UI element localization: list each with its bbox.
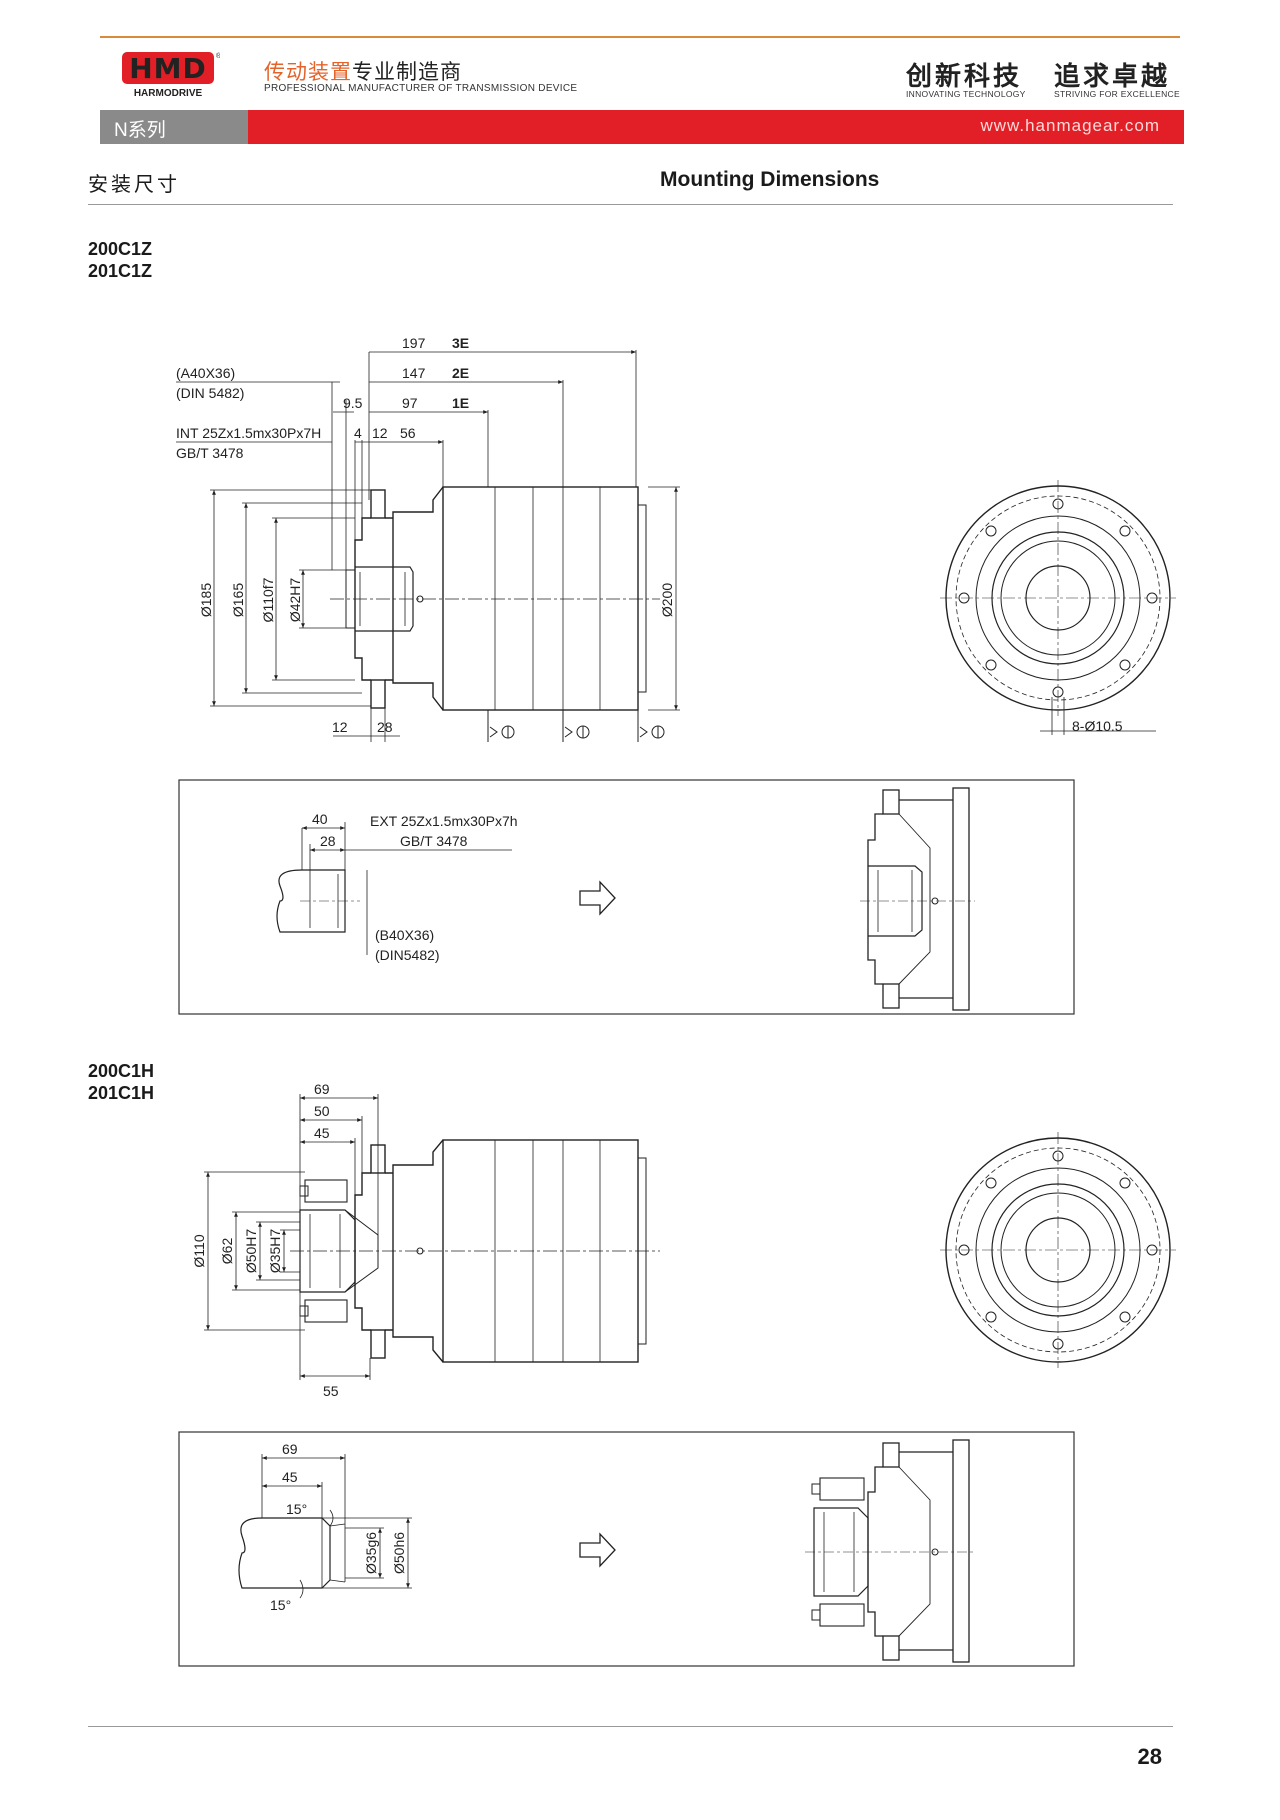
drawing1-labels: 197 3E 147 2E 97 1E (A40X36) (DIN 5482) … — [176, 335, 1123, 735]
box2-dim-45: 45 — [282, 1469, 298, 1485]
header-top-line — [100, 36, 1180, 38]
logo-registered: ® — [216, 52, 220, 60]
page-number: 28 — [1137, 1744, 1162, 1769]
dim-phi200: Ø200 — [659, 583, 675, 617]
d2-dim-45: 45 — [314, 1125, 330, 1141]
dim-4: 4 — [354, 425, 362, 441]
drawing2-side-view — [290, 1139, 660, 1363]
series-label: N系列 — [114, 120, 166, 141]
section-title-en: Mounting Dimensions — [660, 168, 880, 191]
slogan-1-en: INNOVATING TECHNOLOGY — [906, 89, 1026, 99]
model-label-201c1h: 201C1H — [88, 1083, 155, 1103]
drawing1-side-view — [330, 486, 660, 711]
dim-12: 12 — [372, 425, 388, 441]
box2-dim-phi35g6: Ø35g6 — [363, 1532, 379, 1574]
dim-holes: 8-Ø10.5 — [1072, 718, 1123, 734]
box1-frame — [178, 779, 1075, 1015]
box2-angle-bottom: 15° — [270, 1597, 291, 1613]
d2-dim-phi35h7: Ø35H7 — [267, 1229, 283, 1274]
dim-1e: 1E — [452, 395, 469, 411]
dim-147: 147 — [402, 365, 426, 381]
box2-arrow-icon — [579, 1532, 616, 1568]
slogan-2-en: STRIVING FOR EXCELLENCE — [1054, 89, 1180, 99]
dim-phi185: Ø185 — [198, 583, 214, 617]
model-label-200c1h: 200C1H — [88, 1061, 155, 1081]
box2-dim-phi50h6: Ø50h6 — [391, 1532, 407, 1574]
model-label-200c1z: 200C1Z — [88, 239, 153, 259]
box1-gb: GB/T 3478 — [400, 833, 468, 849]
drawing1-dimensions — [176, 350, 680, 742]
box2-labels: 69 45 15° 15° Ø35g6 Ø50h6 — [270, 1441, 407, 1613]
spline-a40: (A40X36) — [176, 365, 235, 381]
drawing1-front-view — [940, 480, 1176, 735]
box1-assembly — [860, 787, 975, 1011]
box1-dim-28: 28 — [320, 833, 336, 849]
slogan-1: 创新科技 — [906, 62, 1023, 92]
slogan-2: 追求卓越 — [1054, 62, 1171, 92]
dim-phi42h7: Ø42H7 — [287, 578, 303, 623]
brand-title-part1: 传动装置 — [264, 61, 352, 84]
dim-3e: 3E — [452, 335, 469, 351]
dim-bottom-28: 28 — [377, 719, 393, 735]
brand-title-part2: 专业制造商 — [352, 61, 462, 84]
dim-197: 197 — [402, 335, 426, 351]
d2-dim-69: 69 — [314, 1081, 330, 1097]
d2-dim-50: 50 — [314, 1103, 330, 1119]
company-logo: HMD HARMODRIVE ® — [122, 50, 222, 100]
box1-din: (DIN5482) — [375, 947, 440, 963]
box1-labels: 40 28 EXT 25Zx1.5mx30Px7h GB/T 3478 (B40… — [312, 811, 518, 963]
section-title-cn: 安装尺寸 — [88, 174, 180, 196]
spline-int: INT 25Zx1.5mx30Px7H — [176, 425, 321, 441]
logo-graphic: HMD HARMODRIVE ® — [122, 52, 222, 99]
dim-56: 56 — [400, 425, 416, 441]
model-label-201c1z: 201C1Z — [88, 261, 153, 281]
box2-frame — [178, 1431, 1075, 1667]
d2-dim-phi50h7: Ø50H7 — [243, 1229, 259, 1274]
d2-dim-55: 55 — [323, 1383, 339, 1399]
dim-97: 97 — [402, 395, 418, 411]
drawing2-front-view — [940, 1132, 1176, 1368]
d2-dim-phi110: Ø110 — [191, 1234, 207, 1267]
logo-subtext: HARMODRIVE — [134, 88, 203, 99]
section-divider — [88, 204, 1173, 205]
dim-phi110f7: Ø110f7 — [260, 577, 276, 622]
box1-arrow-icon — [579, 880, 616, 916]
series-bar — [100, 110, 248, 144]
logo-text: HMD — [129, 52, 207, 85]
dim-2e: 2E — [452, 365, 469, 381]
box2-shaft — [238, 1454, 412, 1599]
box1-b40: (B40X36) — [375, 927, 434, 943]
brand-title: 传动装置专业制造商 — [264, 56, 462, 86]
spline-gb: GB/T 3478 — [176, 445, 244, 461]
drawing2-labels: 69 50 45 55 Ø110 Ø62 Ø50H7 Ø35H7 — [191, 1081, 339, 1399]
box1-ext-spline: EXT 25Zx1.5mx30Px7h — [370, 813, 518, 829]
drawing2-dimensions — [204, 1094, 379, 1380]
box2-angle-top: 15° — [286, 1501, 307, 1517]
box1-dim-40: 40 — [312, 811, 328, 827]
dim-9-5: 9.5 — [343, 395, 363, 411]
footer-divider — [88, 1726, 1173, 1727]
d2-dim-phi62: Ø62 — [219, 1238, 235, 1265]
website-url[interactable]: www.hanmagear.com — [980, 116, 1160, 135]
dim-phi165: Ø165 — [230, 583, 246, 617]
box1-shaft — [276, 822, 512, 955]
box2-dim-69: 69 — [282, 1441, 298, 1457]
brand-subtitle: PROFESSIONAL MANUFACTURER OF TRANSMISSIO… — [264, 83, 578, 94]
url-bar — [248, 110, 1184, 144]
box2-assembly — [805, 1439, 975, 1663]
dim-bottom-12: 12 — [332, 719, 348, 735]
spline-din: (DIN 5482) — [176, 385, 244, 401]
